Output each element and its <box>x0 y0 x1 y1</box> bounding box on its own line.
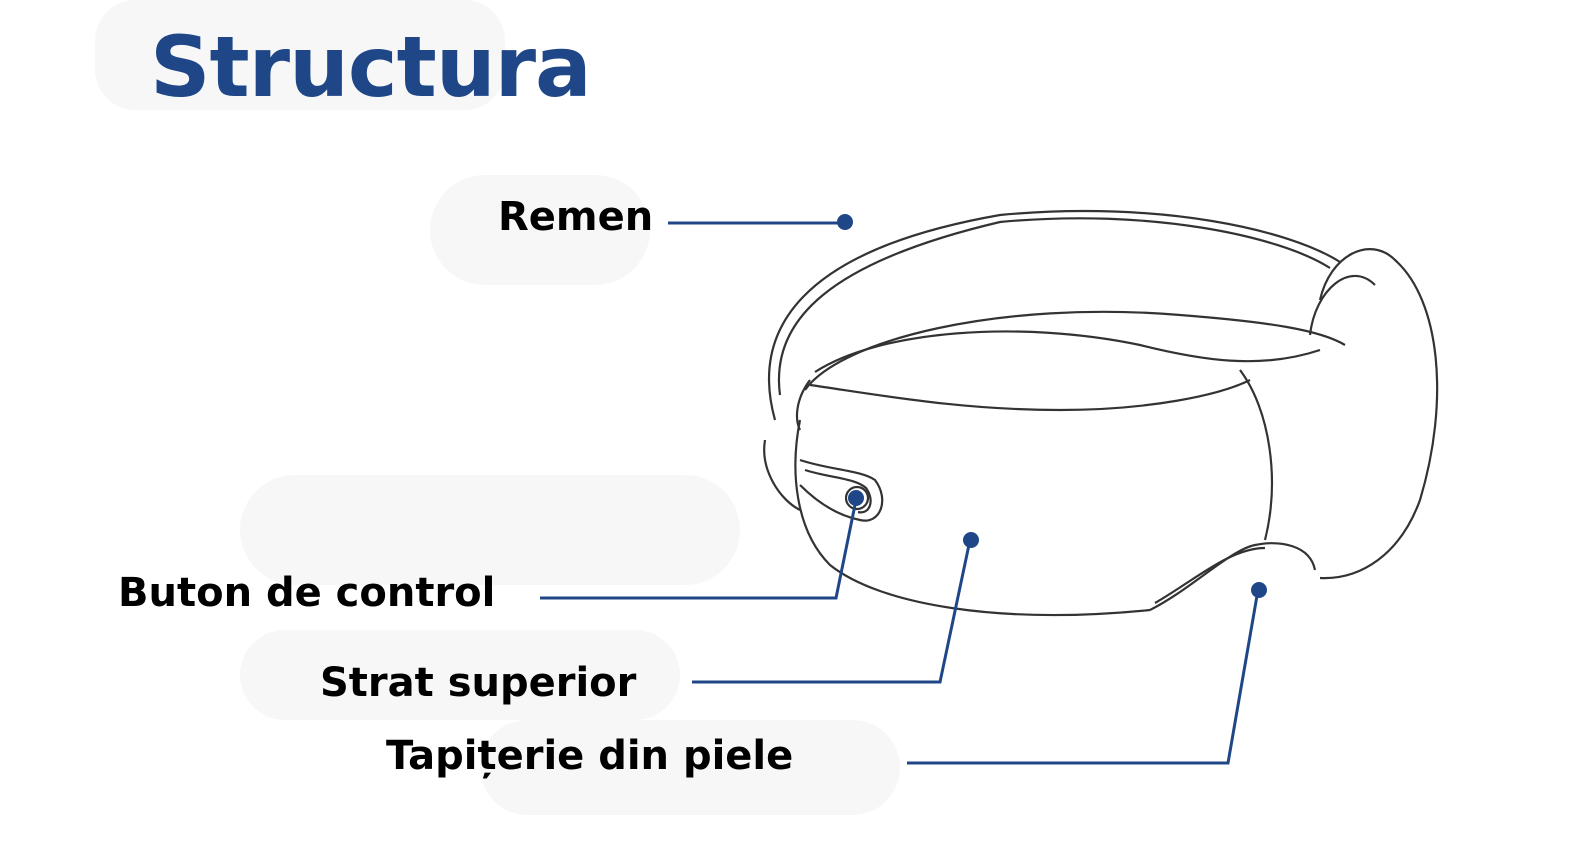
device-outline <box>763 209 1439 617</box>
dot-leather-upholstery <box>1251 582 1267 598</box>
leader-line-leather-upholstery <box>907 589 1260 765</box>
page-title: Structura <box>150 18 592 116</box>
dot-control-button <box>848 490 864 506</box>
background-blob <box>430 175 650 285</box>
leader-dots <box>837 214 1267 598</box>
background-blob <box>480 720 900 815</box>
leader-lines <box>540 221 1260 765</box>
background-blob <box>240 475 740 585</box>
label-leather-upholstery: Tapițerie din piele <box>386 733 794 779</box>
dot-strap <box>837 214 853 230</box>
background-blob <box>95 0 505 110</box>
label-control-button: Buton de control <box>118 570 496 616</box>
leader-line-top-layer <box>692 539 972 684</box>
dot-top-layer <box>963 532 979 548</box>
leader-line-control-button <box>540 499 858 600</box>
background-blob <box>240 630 680 720</box>
label-top-layer: Strat superior <box>320 660 637 706</box>
label-strap: Remen <box>498 194 654 240</box>
